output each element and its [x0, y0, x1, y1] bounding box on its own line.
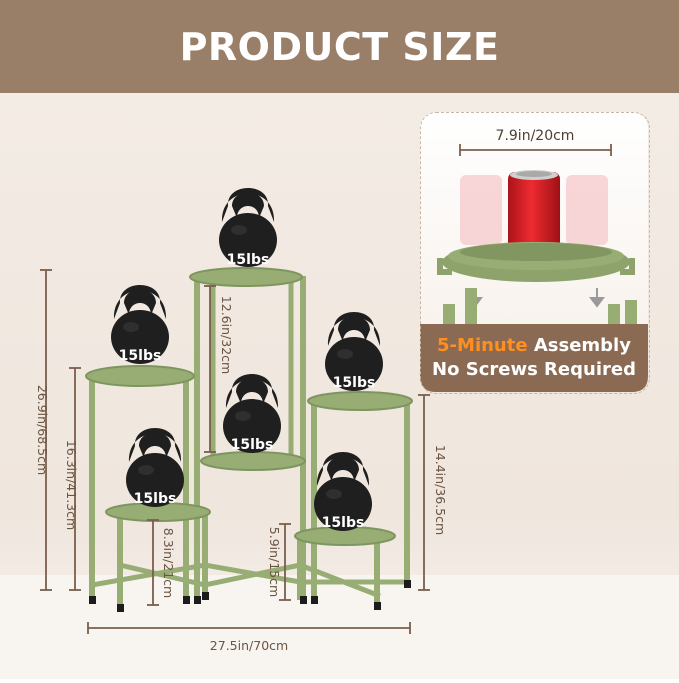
kettlebell-weight-label: 15lbs	[231, 437, 274, 453]
assembly-inset: 7.9in/20cm	[420, 112, 648, 392]
assembly-caption: 5-Minute Assembly No Screws Required	[420, 324, 648, 392]
page-title: PRODUCT SIZE	[179, 24, 500, 69]
kettlebell-weight-label: 15lbs	[134, 491, 177, 507]
shelf-top	[189, 267, 303, 287]
caption-line-1: 5-Minute Assembly	[437, 334, 631, 358]
shelf-left-upper	[85, 365, 195, 387]
shelf-right-upper	[307, 391, 413, 411]
stand-feet	[89, 580, 411, 612]
inset-border	[420, 112, 650, 394]
kettlebell-weight-label: 15lbs	[322, 515, 365, 531]
kettlebell-weight-label: 15lbs	[227, 252, 270, 268]
shelf-center-middle	[200, 451, 306, 471]
kettlebell-weight-label: 15lbs	[119, 348, 162, 364]
shelves	[85, 267, 413, 546]
left-height-label: 16.3in/41.3cm	[64, 440, 79, 530]
top-gap-label: 12.6in/32cm	[219, 296, 234, 374]
right-height-label: 14.4in/36.5cm	[433, 445, 448, 535]
caption-rest: Assembly	[527, 335, 631, 356]
center-low-shelf-label: 5.9in/15cm	[267, 527, 282, 597]
caption-line-2: No Screws Required	[432, 359, 636, 380]
inset-width-label: 7.9in/20cm	[496, 128, 575, 144]
plant-stand	[89, 276, 410, 608]
floor	[0, 575, 679, 679]
dimension-lines	[40, 269, 430, 634]
soda-can-icon	[508, 170, 560, 256]
total-height-label: 26.9in/68.5cm	[35, 385, 50, 475]
caption-highlight: 5-Minute	[437, 335, 528, 356]
dimension-labels: 26.9in/68.5cm 16.3in/41.3cm 8.3in/21cm 1…	[35, 296, 448, 653]
banner: PRODUCT SIZE	[0, 0, 679, 93]
total-width-label: 27.5in/70cm	[210, 638, 288, 653]
kettlebell-weight-label: 15lbs	[333, 375, 376, 391]
arrow-down-icon	[589, 288, 605, 308]
left-low-shelf-label: 8.3in/21cm	[161, 528, 176, 598]
